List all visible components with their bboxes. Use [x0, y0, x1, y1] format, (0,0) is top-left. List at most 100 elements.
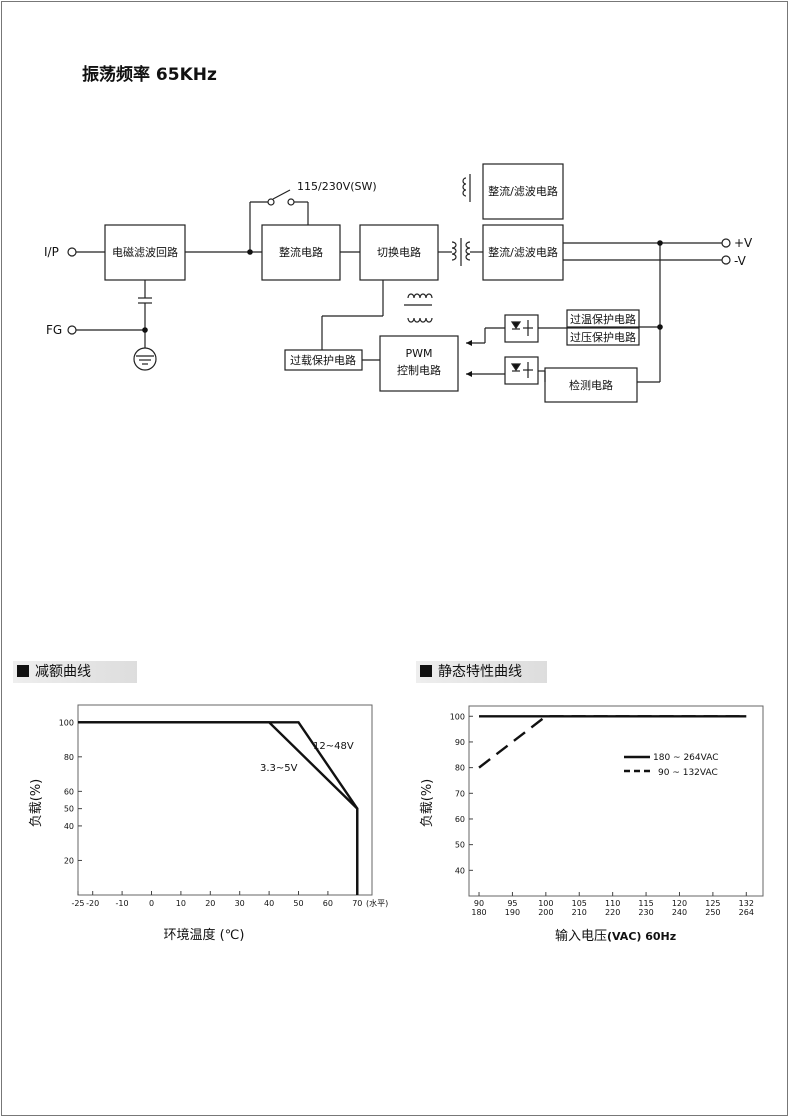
x-tick-label: 40 [264, 899, 274, 908]
series-line-1 [78, 721, 359, 895]
output-neg-label: -V [734, 254, 747, 268]
input-terminal [67, 247, 77, 257]
otp-label: 过温保护电路 [570, 312, 636, 326]
square-icon [420, 665, 432, 677]
y-tick-label: 100 [59, 718, 74, 727]
ovp-label: 过压保护电路 [570, 330, 636, 344]
y-axis-label: 负载(%) [29, 779, 44, 828]
block-diagram: 115/230V(SW) I/P FG +V -V 电磁滤波回路 整流电路 切换… [44, 163, 753, 403]
junction-dot [657, 324, 663, 330]
x-tick-label-bottom: 220 [605, 908, 620, 917]
emi-label: 电磁滤波回路 [112, 246, 178, 259]
x-tick-label-top: 90 [474, 899, 484, 908]
arrow [466, 340, 472, 346]
y-tick-label: 60 [455, 815, 465, 824]
olp-label: 过载保护电路 [290, 353, 356, 367]
x-tick-label: 0 [149, 899, 154, 908]
y-tick-label: 50 [64, 805, 74, 814]
arrow [466, 371, 472, 377]
y-tick-label: 70 [455, 789, 465, 798]
x-tick-label: 30 [235, 899, 245, 908]
y-tick-label: 90 [455, 738, 465, 747]
plot-frame [468, 705, 764, 897]
derating-chart: -25-20 -10 0 10 20 30 40 50 60 70 100 80 60 50 40 20 12… [29, 704, 388, 943]
series-line-1 [478, 715, 747, 769]
static-chart: 9018095190100200105210110220115230120240… [420, 705, 764, 944]
square-icon [17, 665, 29, 677]
x-tick-label-bottom: 264 [739, 908, 754, 917]
ground-symbol [133, 347, 157, 371]
rectifier-label: 整流电路 [279, 245, 323, 259]
x-tick-label-top: 95 [507, 899, 517, 908]
y-tick-label: 40 [64, 822, 74, 831]
pwm-box [379, 335, 459, 392]
output-pos-terminal [721, 238, 731, 248]
x-tick-label: 10 [176, 899, 186, 908]
x-tick-label: -10 [116, 899, 129, 908]
x-tick-label-bottom: 210 [572, 908, 587, 917]
switch-label: 115/230V(SW) [297, 180, 377, 193]
detect-box [544, 367, 638, 403]
y-tick-label: 60 [64, 787, 74, 796]
y-tick-label: 80 [64, 753, 74, 762]
output-pos-label: +V [734, 236, 753, 250]
junction-dot [657, 240, 663, 246]
detect-label: 检测电路 [569, 378, 613, 392]
x-tick-label-top: 125 [705, 899, 720, 908]
x-tick-label: 70 [352, 899, 362, 908]
y-tick-label: 80 [455, 764, 465, 773]
fg-label: FG [46, 323, 62, 337]
rect-filter-main-label: 整流/滤波电路 [488, 245, 558, 259]
output-neg-terminal [721, 255, 731, 265]
y-tick-label: 100 [450, 712, 465, 721]
switching-label: 切换电路 [377, 245, 421, 259]
x-tick-label-top: 115 [638, 899, 653, 908]
page-title: 振荡频率 65KHz [82, 65, 217, 85]
otp-box [566, 309, 640, 328]
x-axis-label: 环境温度 (℃) [164, 927, 245, 943]
y-tick-label: 40 [455, 866, 465, 875]
opto-2-box [504, 356, 539, 385]
rect-filter-top-label: 整流/滤波电路 [488, 184, 558, 198]
x-tick-label-top: 110 [605, 899, 620, 908]
x-axis-label-cn: 输入电压 [555, 928, 607, 944]
x-tick-label: -25 [71, 899, 84, 908]
static-heading: 静态特性曲线 [416, 661, 547, 683]
x-tick-label: 60 [323, 899, 333, 908]
x-tick-label-top: 132 [739, 899, 754, 908]
opto-1-box [504, 314, 539, 343]
series-label-3-5v: 3.3~5V [260, 763, 298, 774]
x-tick-label-top: 120 [672, 899, 687, 908]
ovp-box [566, 327, 640, 346]
junction-dot [142, 327, 148, 333]
x-tick-label-bottom: 200 [538, 908, 553, 917]
fg-terminal [67, 325, 77, 335]
x-tick-label: -20 [86, 899, 99, 908]
plot-frame [77, 704, 373, 896]
x-tick-label-top: 100 [538, 899, 553, 908]
pwm-label-2: 控制电路 [397, 363, 441, 377]
x-axis-label-en: (VAC) 60Hz [607, 930, 676, 943]
input-label: I/P [44, 245, 59, 259]
rect-filter-top-box [482, 163, 564, 220]
derating-heading: 减额曲线 [13, 661, 137, 683]
x-tick-label: 50 [293, 899, 303, 908]
x-tick-label-bottom: 250 [705, 908, 720, 917]
legend-label-90-132: 90 ~ 132VAC [658, 768, 718, 778]
x-tick-label-bottom: 180 [471, 908, 486, 917]
x-tick-label-bottom: 230 [638, 908, 653, 917]
x-tick-label-bottom: 190 [505, 908, 520, 917]
legend-label-180-264: 180 ~ 264VAC [653, 753, 718, 763]
pwm-label-1: PWM [405, 347, 432, 360]
y-axis-label: 负载(%) [420, 779, 435, 828]
junction-dot [247, 249, 253, 255]
series-label-12-48v: 12~48V [313, 741, 354, 752]
y-tick-label: 20 [64, 856, 74, 865]
x-tick-label-top: 105 [572, 899, 587, 908]
x-axis-label: 输入电压(VAC) 60Hz [555, 928, 676, 944]
x-tick-label: 20 [205, 899, 215, 908]
x-unit-label: (水平) [366, 898, 388, 908]
y-tick-label: 50 [455, 841, 465, 850]
x-tick-label-bottom: 240 [672, 908, 687, 917]
